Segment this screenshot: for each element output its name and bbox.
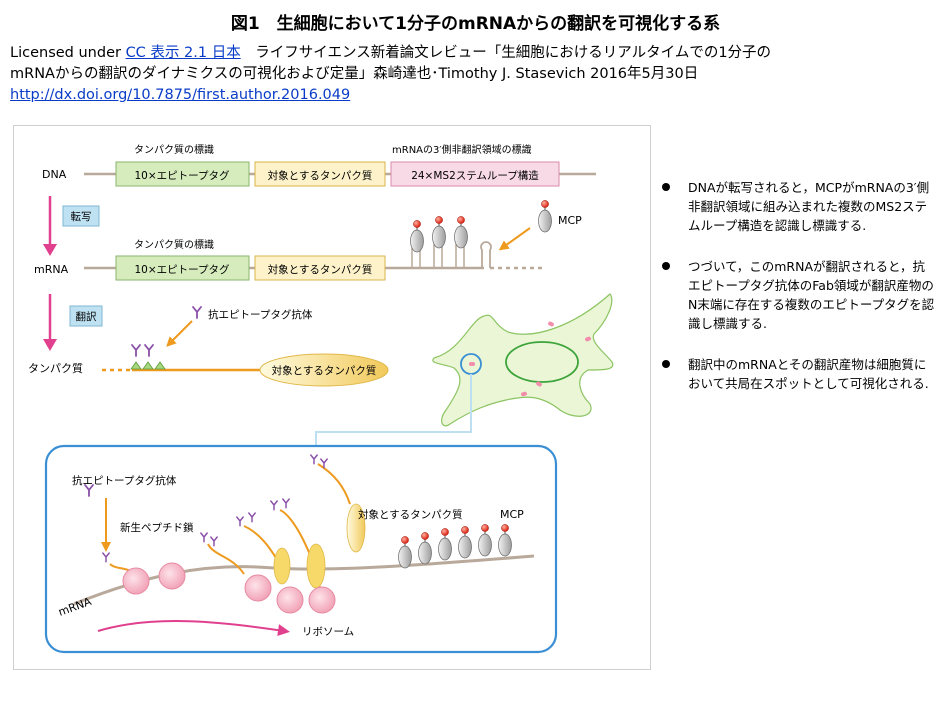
diagram-svg: DNA mRNA タンパク質 タンパク質の標識 mRNAの3′側非翻訳領域の標識…	[28, 143, 614, 654]
credit-text-line2: mRNAからの翻訳のダイナミクスの可視化および定量」森崎達也･Timothy J…	[10, 66, 699, 82]
dna-tag-caption: タンパク質の標識	[134, 143, 214, 156]
mcp-label: MCP	[558, 214, 582, 227]
bullet-dot-icon	[662, 360, 670, 368]
stem-loops	[411, 241, 492, 268]
credit-block: Licensed under CC 表示 2.1 日本 ライフサイエンス新着論文…	[10, 43, 940, 106]
dna-ms2-box	[390, 161, 560, 187]
translation-text: 翻訳	[76, 310, 97, 323]
license-link[interactable]: CC 表示 2.1 日本	[125, 45, 241, 61]
target-protein-text: 対象とするタンパク質	[272, 364, 377, 377]
empty-stem-loop	[480, 241, 492, 268]
bullet-text: つづいて，このmRNAが翻訳されると，抗エピトープタグ抗体のFab領域が翻訳産物…	[688, 259, 935, 331]
dna-ms2-box-text: 24×MS2ステムループ構造	[411, 169, 539, 182]
dna-target-box-text: 対象とするタンパク質	[268, 169, 373, 182]
protein-label: タンパク質	[28, 361, 83, 375]
figure-panel: DNA mRNA タンパク質 タンパク質の標識 mRNAの3′側非翻訳領域の標識…	[13, 125, 651, 670]
dna-target-box	[254, 161, 386, 187]
transcription-arrowhead	[43, 244, 57, 256]
bullet-text: 翻訳中のmRNAとその翻訳産物は細胞質において共局在スポットとして可視化される.	[688, 357, 929, 391]
mcp-free-icon	[538, 199, 552, 233]
target-protein-oval	[259, 353, 389, 387]
bullet-list: DNAが転写されると，MCPがmRNAの3′側非翻訳領域に組み込まれた複数のMS…	[660, 178, 935, 415]
bullet-dot-icon	[662, 183, 670, 191]
mrna-label: mRNA	[34, 263, 69, 276]
dna-tag-box-text: 10×エピトープタグ	[134, 169, 230, 182]
dna-tag-box	[115, 161, 250, 187]
zoom-connector	[315, 374, 472, 446]
zoom-box	[44, 444, 558, 654]
translation-badge	[69, 305, 103, 327]
ribosomes	[122, 562, 336, 614]
mcp-icon	[432, 215, 446, 249]
bullet-item: 翻訳中のmRNAとその翻訳産物は細胞質において共局在スポットとして可視化される.	[660, 355, 935, 393]
released-protein	[346, 503, 366, 553]
bullet-text: DNAが転写されると，MCPがmRNAの3′側非翻訳領域に組み込まれた複数のMS…	[688, 180, 930, 233]
released-peptide	[317, 463, 351, 505]
mcp-arrow	[498, 227, 531, 251]
mrna-target-box	[254, 255, 386, 281]
bullet-dot-icon	[662, 262, 670, 270]
zoom-target-label: 対象とするタンパク質	[358, 508, 463, 521]
mrna-target-box-text: 対象とするタンパク質	[268, 263, 373, 276]
figure-title: 図1 生細胞において1分子のmRNAからの翻訳を可視化する系	[230, 14, 721, 34]
transcription-text: 転写	[71, 211, 92, 223]
epitope-tags	[130, 361, 166, 370]
bullet-item: DNAが転写されると，MCPがmRNAの3′側非翻訳領域に組み込まれた複数のMS…	[660, 178, 935, 235]
mcp-icon	[410, 219, 424, 253]
cell-body	[432, 293, 614, 427]
bound-antibody-icon	[131, 344, 141, 357]
translation-arrowhead	[43, 339, 57, 351]
mrna-tag-caption: タンパク質の標識	[134, 238, 214, 251]
nascent-label: 新生ペプチド鎖	[120, 521, 194, 534]
bullet-item: つづいて，このmRNAが翻訳されると，抗エピトープタグ抗体のFab領域が翻訳産物…	[660, 257, 935, 333]
mcp-icon	[454, 215, 468, 249]
dna-label: DNA	[42, 168, 67, 181]
bound-antibody-icon	[144, 344, 154, 357]
credit-prefix: Licensed under	[10, 45, 126, 61]
transcription-badge	[62, 205, 100, 227]
zoom-antibody-label: 抗エピトープタグ抗体	[72, 474, 177, 487]
cell-spots	[469, 321, 591, 397]
antibody-arrow	[166, 320, 193, 347]
doi-link[interactable]: http://dx.doi.org/10.7875/first.author.2…	[10, 87, 351, 103]
cell-nucleus	[505, 341, 579, 383]
zoom-mcp-label: MCP	[500, 508, 524, 521]
ribosome-arrow	[97, 620, 290, 637]
antibody-icon	[192, 306, 202, 319]
utr-caption: mRNAの3′側非翻訳領域の標識	[392, 143, 532, 156]
credit-text-line1: ライフサイエンス新着論文レビュー「生細胞におけるリアルタイムでの1分子の	[240, 45, 772, 61]
antibody-label: 抗エピトープタグ抗体	[208, 308, 313, 321]
ribosome-label: リボソーム	[302, 626, 354, 638]
folded-proteins	[273, 543, 326, 589]
mrna-tag-box	[115, 255, 250, 281]
mrna-tag-box-text: 10×エピトープタグ	[134, 263, 230, 276]
